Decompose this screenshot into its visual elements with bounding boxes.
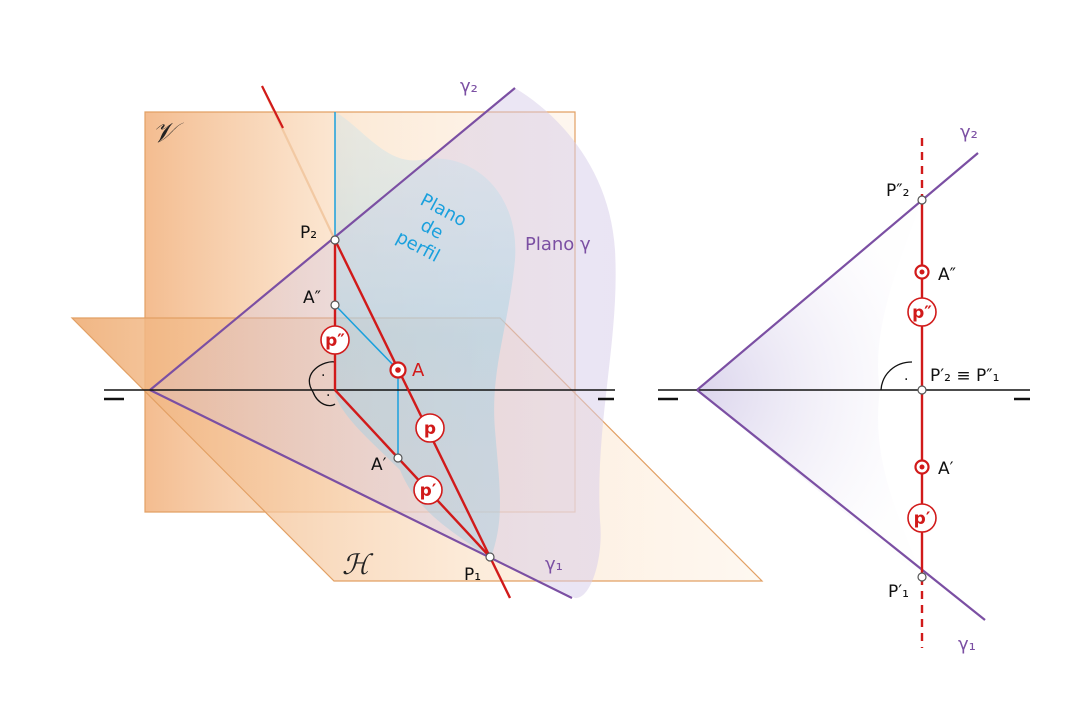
point-p1-right (917, 572, 927, 582)
right-angle-arc-left (308, 361, 336, 407)
gamma2-label-left: γ₂ (460, 76, 478, 97)
point-a2-right (914, 264, 930, 280)
plano-gamma-label: Plano γ (525, 234, 591, 255)
coincide-label-right: P′₂ ≡ P″₁ (930, 366, 999, 386)
right-angle-dot-right: · (904, 372, 908, 388)
point-p2-left (330, 235, 340, 245)
right-angle-dot-left: · (321, 368, 325, 384)
tag-p1-right: p′ (907, 503, 937, 533)
plane-h-label: ℋ (342, 548, 374, 581)
gamma2-label-right: γ₂ (960, 122, 978, 143)
right-orthographic-view: · p″ p′ γ₂ γ₁ P″₂ A″ P′₂ ≡ P″₁ A′ P′₁ (658, 122, 1030, 655)
trace-gamma1-right (696, 389, 986, 621)
point-a1-right (914, 459, 930, 475)
tag-p-left: p (415, 413, 445, 443)
point-origin-right (917, 385, 927, 395)
a1-label-right: A′ (938, 459, 954, 479)
gamma1-label-right: γ₁ (958, 634, 976, 655)
point-a-space (389, 361, 407, 379)
p2-label-right: P″₂ (886, 181, 909, 201)
p2-label-left: P₂ (300, 223, 317, 243)
gamma1-label-left: γ₁ (545, 554, 563, 575)
svg-text:p: p (424, 419, 436, 439)
a2-label-right: A″ (938, 265, 956, 285)
point-a2-left (330, 300, 340, 310)
point-a1-left (393, 453, 403, 463)
tag-p1-left: p′ (413, 475, 443, 505)
projection-p1-diagonal (334, 389, 491, 558)
point-p2-right (917, 195, 927, 205)
svg-text:p′: p′ (420, 481, 437, 501)
trace-gamma2-right (696, 152, 979, 391)
a-label-left: A (412, 360, 425, 381)
right-angle-arc-right (880, 361, 913, 391)
a2-label-left: A″ (303, 288, 321, 308)
tag-p2-right: p″ (907, 297, 937, 327)
svg-text:p′: p′ (914, 509, 931, 529)
right-angle-dot-left-lower: · (326, 388, 330, 404)
gamma-wedge-shading (697, 200, 922, 577)
p1-label-left: P₁ (464, 565, 481, 585)
svg-text:p″: p″ (325, 331, 345, 351)
profile-plane (335, 112, 516, 560)
projector-a-to-a2 (334, 304, 399, 371)
p1-label-right: P′₁ (888, 582, 909, 602)
point-p1-left (485, 552, 495, 562)
trace-gamma1 (149, 389, 573, 599)
tag-p2-left: p″ (320, 325, 350, 355)
line-p-top-segment (261, 85, 284, 129)
svg-text:p″: p″ (912, 303, 932, 323)
a1-label-left: A′ (371, 455, 387, 475)
left-axonometric-view: · · p″ p p′ 𝒱 ℋ γ₂ γ₁ P (70, 76, 764, 599)
